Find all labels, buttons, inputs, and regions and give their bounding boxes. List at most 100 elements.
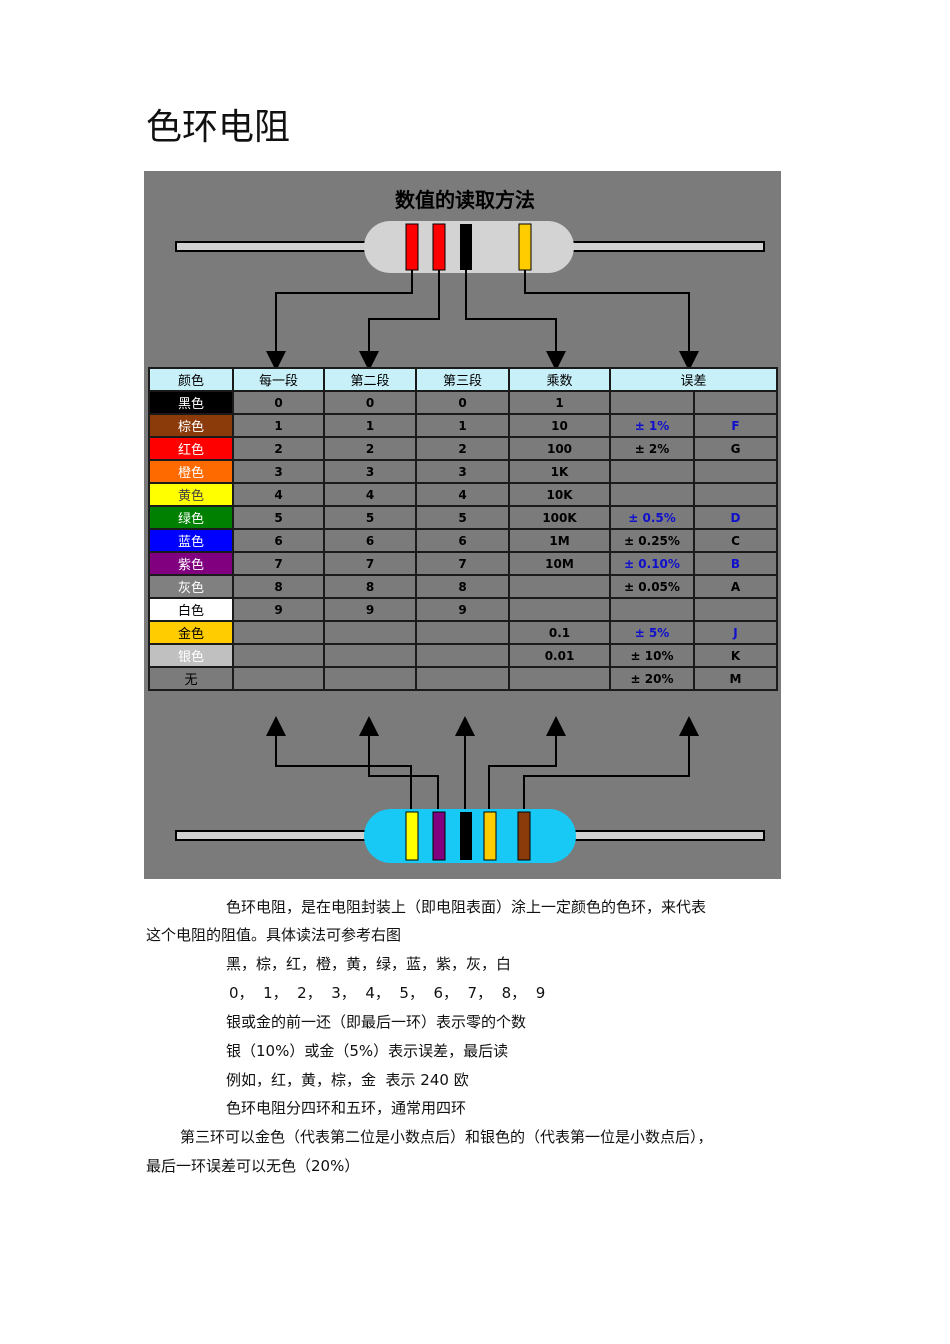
first-band-cell: 3 — [232, 459, 325, 484]
third-band-cell: 6 — [415, 528, 510, 553]
page-title: 色环电阻 — [146, 107, 291, 148]
first-band-cell: 6 — [232, 528, 325, 553]
multiplier-cell: 10M — [508, 551, 611, 576]
multiplier-cell: 10K — [508, 482, 611, 507]
tolerance-code-cell — [693, 390, 778, 415]
color-name-cell: 蓝色 — [148, 528, 234, 553]
third-band-cell: 4 — [415, 482, 510, 507]
second-band-cell: 5 — [323, 505, 417, 530]
first-band-cell: 1 — [232, 413, 325, 438]
third-band-cell: 9 — [415, 597, 510, 622]
multiplier-cell: 0.1 — [508, 620, 611, 645]
four-band-resistor-icon — [175, 221, 765, 273]
header-second-band: 第二段 — [323, 367, 417, 392]
header-third-band: 第三段 — [415, 367, 510, 392]
third-band-cell — [415, 666, 510, 691]
multiplier-cell — [508, 574, 611, 599]
second-band-cell: 1 — [323, 413, 417, 438]
color-name-cell: 无 — [148, 666, 234, 691]
first-band-cell: 9 — [232, 597, 325, 622]
third-band-cell — [415, 643, 510, 668]
third-band-cell: 1 — [415, 413, 510, 438]
first-band-cell: 2 — [232, 436, 325, 461]
table-row: 银色 0.01± 10%K — [148, 643, 778, 668]
tolerance-cell — [609, 459, 695, 484]
third-band-cell: 0 — [415, 390, 510, 415]
second-band-cell: 3 — [323, 459, 417, 484]
table-row: 无 ± 20%M — [148, 666, 778, 691]
paragraph-line: 这个电阻的阻值。具体读法可参考右图 — [146, 926, 402, 944]
table-header-row: 颜色 每一段 第二段 第三段 乘数 误差 — [148, 367, 778, 392]
paragraph-line: 银（10%）或金（5%）表示误差，最后读 — [226, 1042, 509, 1060]
tolerance-cell: ± 1% — [609, 413, 695, 438]
tolerance-code-cell: K — [693, 643, 778, 668]
second-band-cell: 6 — [323, 528, 417, 553]
tolerance-code-cell — [693, 459, 778, 484]
tolerance-code-cell — [693, 597, 778, 622]
third-band-cell: 7 — [415, 551, 510, 576]
tolerance-cell: ± 10% — [609, 643, 695, 668]
first-band-cell — [232, 666, 325, 691]
color-name-cell: 灰色 — [148, 574, 234, 599]
paragraph-line: 色环电阻，是在电阻封装上（即电阻表面）涂上一定颜色的色环，来代表 — [226, 898, 707, 916]
color-name-cell: 红色 — [148, 436, 234, 461]
tolerance-code-cell: C — [693, 528, 778, 553]
header-tolerance: 误差 — [609, 367, 778, 392]
tolerance-cell: ± 0.05% — [609, 574, 695, 599]
multiplier-cell — [508, 597, 611, 622]
color-name-cell: 银色 — [148, 643, 234, 668]
tolerance-code-cell — [693, 482, 778, 507]
color-name-cell: 紫色 — [148, 551, 234, 576]
multiplier-cell: 0.01 — [508, 643, 611, 668]
paragraph-line: 例如，红，黄，棕，金 表示 240 欧 — [226, 1071, 469, 1089]
figure-title: 数值的读取方法 — [395, 188, 535, 212]
tolerance-cell: ± 0.25% — [609, 528, 695, 553]
tolerance-code-cell: F — [693, 413, 778, 438]
first-band-cell: 4 — [232, 482, 325, 507]
second-band-cell: 2 — [323, 436, 417, 461]
paragraph-line: 0， 1， 2， 3， 4， 5， 6， 7， 8， 9 — [229, 984, 546, 1002]
third-band-cell: 3 — [415, 459, 510, 484]
tolerance-cell: ± 5% — [609, 620, 695, 645]
bottom-arrows — [266, 716, 699, 811]
second-band-cell — [323, 620, 417, 645]
color-name-cell: 棕色 — [148, 413, 234, 438]
third-band-cell: 5 — [415, 505, 510, 530]
color-name-cell: 白色 — [148, 597, 234, 622]
second-band-cell — [323, 666, 417, 691]
multiplier-cell: 100K — [508, 505, 611, 530]
second-band-cell: 4 — [323, 482, 417, 507]
color-name-cell: 绿色 — [148, 505, 234, 530]
second-band-cell: 7 — [323, 551, 417, 576]
third-band-cell: 2 — [415, 436, 510, 461]
tolerance-code-cell: M — [693, 666, 778, 691]
tolerance-cell: ± 2% — [609, 436, 695, 461]
multiplier-cell: 1 — [508, 390, 611, 415]
multiplier-cell: 10 — [508, 413, 611, 438]
tolerance-cell — [609, 390, 695, 415]
paragraph-line: 银或金的前一还（即最后一环）表示零的个数 — [226, 1013, 527, 1031]
third-band-cell: 8 — [415, 574, 510, 599]
tolerance-cell — [609, 597, 695, 622]
paragraph-line: 最后一环误差可以无色（20%） — [146, 1157, 360, 1175]
color-name-cell: 黑色 — [148, 390, 234, 415]
resistor-diagram: 数值的读取方法 — [175, 188, 765, 863]
header-color: 颜色 — [148, 367, 234, 392]
tolerance-cell: ± 20% — [609, 666, 695, 691]
paragraph-line: 色环电阻分四环和五环，通常用四环 — [226, 1099, 467, 1117]
multiplier-cell: 1K — [508, 459, 611, 484]
color-name-cell: 黄色 — [148, 482, 234, 507]
color-name-cell: 橙色 — [148, 459, 234, 484]
tolerance-code-cell: D — [693, 505, 778, 530]
header-multiplier: 乘数 — [508, 367, 611, 392]
tolerance-code-cell: B — [693, 551, 778, 576]
